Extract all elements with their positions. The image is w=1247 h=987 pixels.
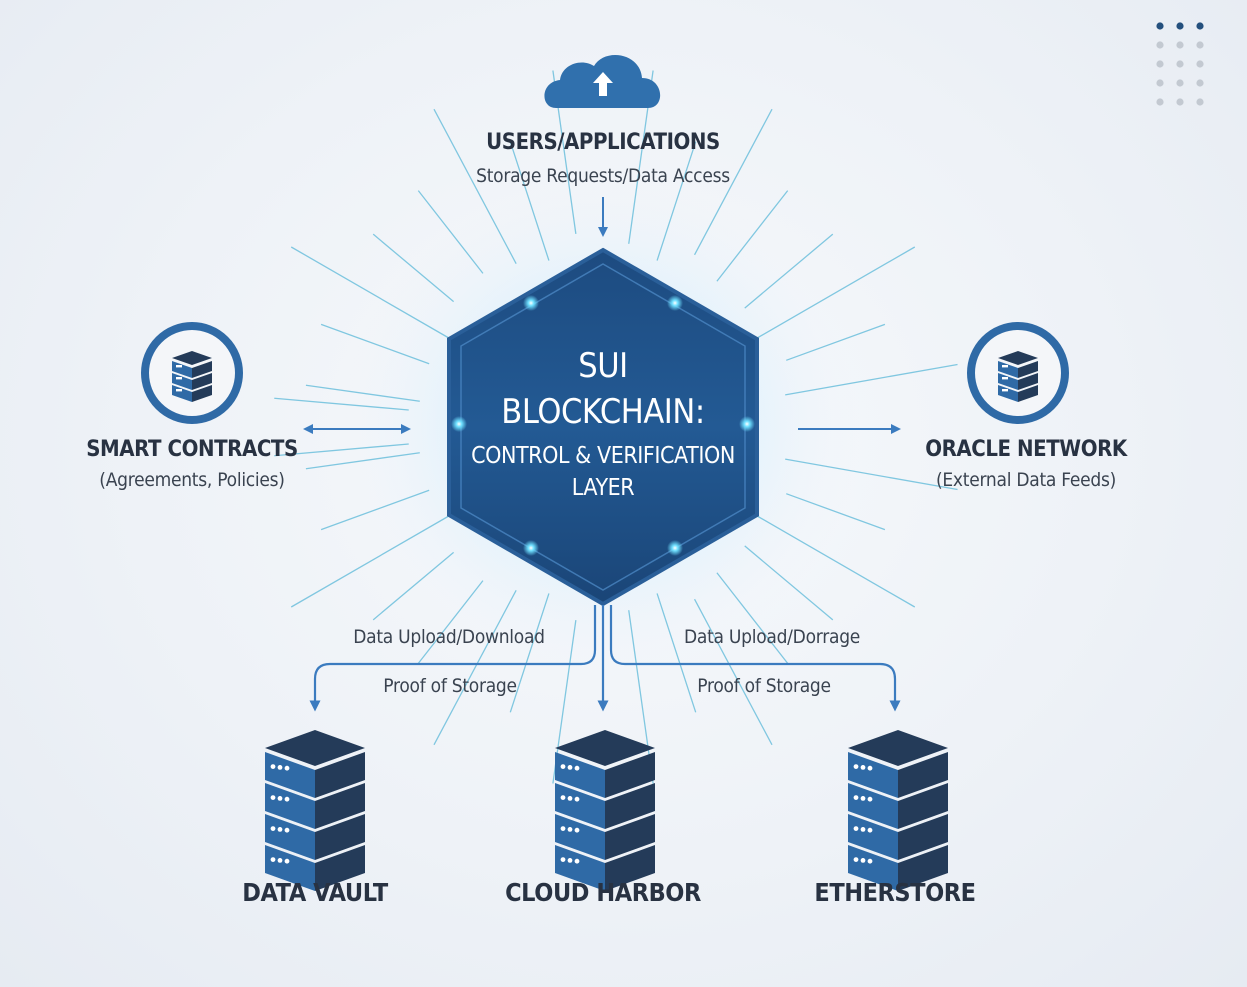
ray-line: [744, 233, 834, 309]
ray-line: [785, 363, 958, 396]
dot-inactive: [1156, 60, 1164, 68]
hex-subtitle-line2: LAYER: [571, 475, 635, 501]
glow-node: [523, 295, 539, 311]
hex-title-line2: BLOCKCHAIN:: [501, 392, 705, 432]
arrow-to-etherstore: [609, 605, 901, 712]
sui-blockchain-hexagon[interactable]: [447, 247, 759, 607]
ray-line: [509, 141, 550, 261]
dot-inactive: [1176, 79, 1184, 87]
ray-line: [305, 452, 420, 470]
ray-line: [786, 323, 886, 361]
oracle-network-subtitle: (External Data Feeds): [935, 469, 1117, 491]
users-applications-subtitle: Storage Requests/Data Access: [476, 165, 730, 187]
ray-line: [785, 458, 958, 491]
ray-line: [417, 190, 484, 274]
storage-node-label: CLOUD HARBOR: [505, 878, 701, 907]
dot-inactive: [1196, 98, 1204, 106]
ray-line: [274, 443, 409, 457]
dot-inactive: [1176, 60, 1184, 68]
ray-line: [786, 493, 886, 531]
edge-label-left-lower: Proof of Storage: [383, 675, 517, 697]
smart-contracts-icon: [141, 322, 243, 424]
cloud-upload-icon: [544, 54, 661, 108]
glow-node: [667, 540, 683, 556]
arrow-to-data-vault: [309, 605, 597, 712]
glow-node: [667, 295, 683, 311]
pagination-dots: [1156, 22, 1204, 106]
ray-line: [290, 246, 452, 341]
branch-arrows: [309, 605, 901, 712]
storage-node-label: DATA VAULT: [242, 878, 388, 907]
hex-subtitle-line1: CONTROL & VERIFICATION: [471, 443, 735, 469]
users-applications-title: USERS/APPLICATIONS: [486, 130, 720, 155]
smart-contracts-title: SMART CONTRACTS: [86, 437, 298, 462]
ray-line: [716, 190, 789, 282]
glow-node: [523, 540, 539, 556]
ray-line: [372, 233, 455, 303]
glow-node: [739, 416, 755, 432]
oracle-network-title: ORACLE NETWORK: [925, 437, 1127, 462]
ray-line: [320, 323, 430, 365]
ray-line: [274, 397, 409, 411]
glow-node: [451, 416, 467, 432]
ray-line: [290, 513, 452, 608]
hex-title-line1: SUI: [578, 346, 628, 386]
cloud-harbor-server-icon: [555, 730, 655, 891]
oracle-network-icon: [967, 322, 1069, 424]
ray-line: [417, 580, 484, 664]
dot-inactive: [1156, 41, 1164, 49]
ray-line: [372, 551, 455, 621]
ray-line: [716, 572, 789, 664]
dot-active: [1176, 22, 1184, 30]
ray-line: [754, 513, 916, 608]
dot-inactive: [1176, 98, 1184, 106]
ray-line: [305, 384, 420, 402]
ray-line: [656, 141, 697, 261]
dot-inactive: [1196, 60, 1204, 68]
ray-line: [433, 108, 517, 264]
ray-line: [509, 593, 550, 713]
dot-active: [1196, 22, 1204, 30]
dot-active: [1156, 22, 1164, 30]
data-vault-server-icon: [265, 730, 365, 891]
storage-node-label: ETHERSTORE: [814, 878, 976, 907]
ray-line: [320, 489, 430, 531]
etherstore-server-icon: [848, 730, 948, 891]
edge-label-left-upper: Data Upload/Download: [353, 626, 545, 648]
dot-inactive: [1196, 79, 1204, 87]
ray-line: [433, 590, 517, 746]
dot-inactive: [1156, 98, 1164, 106]
ray-line: [693, 108, 773, 256]
ray-line: [744, 545, 834, 621]
edge-label-right-upper: Data Upload/Dorrage: [683, 626, 861, 648]
dot-inactive: [1196, 41, 1204, 49]
ray-line: [754, 246, 916, 341]
ray-line: [656, 593, 697, 713]
smart-contracts-subtitle: (Agreements, Policies): [99, 469, 285, 491]
dot-inactive: [1156, 79, 1164, 87]
dot-inactive: [1176, 41, 1184, 49]
edge-label-right-lower: Proof of Storage: [697, 675, 831, 697]
ray-line: [693, 598, 773, 746]
